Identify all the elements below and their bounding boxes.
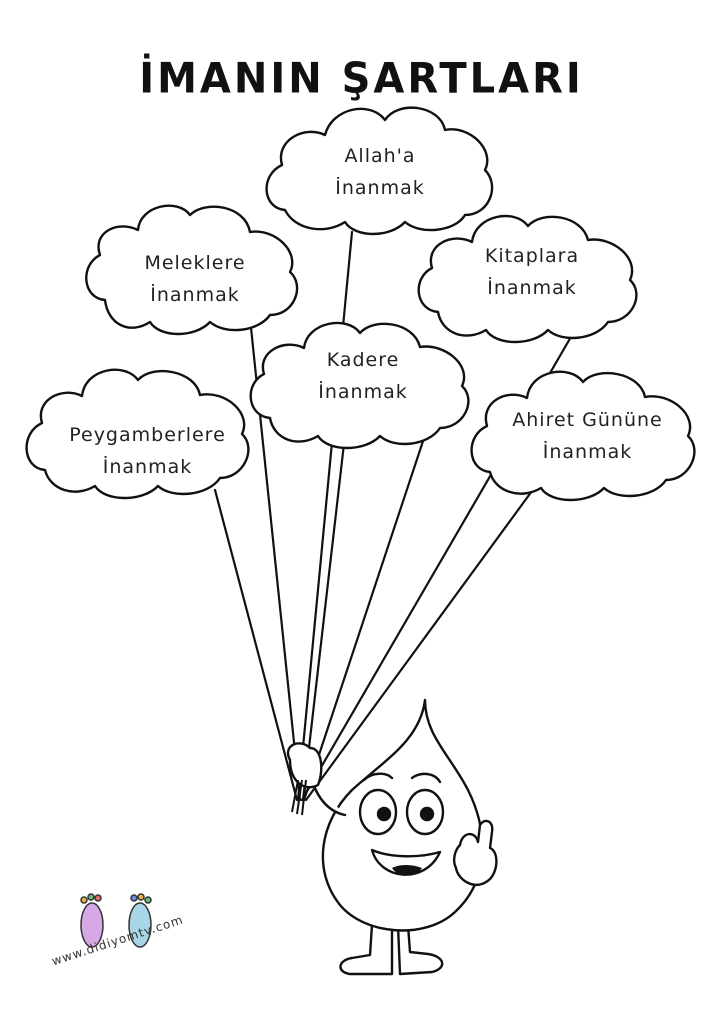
cloud-label-line1: Ahiret Gününe [512, 409, 663, 431]
cloud-label-melekler: Meleklere İnanmak [115, 247, 275, 311]
left-leg [339, 923, 394, 976]
cloud-kader [249, 321, 470, 450]
cloud-label-line2: İnanmak [335, 177, 425, 199]
page-title: İMANIN ŞARTLARI [139, 54, 584, 104]
left-eyebrow [362, 772, 394, 782]
string-allah [296, 230, 354, 802]
left-hand [286, 742, 323, 789]
cloud-label-line2: İnanmak [318, 381, 408, 403]
cloud-label-line2: İnanmak [102, 456, 193, 478]
droplet-body [321, 698, 484, 932]
thumbs-up-hand [452, 819, 498, 887]
cloud-label-line2: İnanmak [150, 284, 240, 306]
cloud-peygamberler [25, 368, 250, 500]
string-ahiret [304, 478, 542, 802]
string-peygamberler [213, 488, 299, 802]
right-eyebrow [410, 772, 442, 784]
tongue [392, 865, 422, 876]
cloud-ahiret [470, 370, 696, 502]
logo-footprints [80, 893, 152, 948]
cloud-label-kitaplar: Kitaplara İnanmak [452, 240, 612, 304]
cloud-label-allah: Allah'a İnanmak [300, 140, 460, 204]
cloud-label-line1: Meleklere [144, 252, 246, 274]
cloud-melekler [85, 204, 299, 336]
right-leg [396, 923, 444, 976]
cloud-allah [265, 106, 494, 236]
right-pupil [419, 806, 435, 822]
left-pupil [376, 806, 392, 822]
cloud-label-line2: İnanmak [487, 277, 577, 299]
cloud-kitaplar [417, 214, 638, 344]
cloud-label-line2: İnanmak [542, 441, 633, 463]
cloud-label-line1: Kitaplara [484, 245, 580, 267]
string-kader-2 [302, 418, 432, 802]
cloud-label-ahiret: Ahiret Gününe İnanmak [500, 404, 675, 468]
droplet-character [286, 698, 498, 976]
cloud-label-line1: Peygamberlere [69, 424, 226, 446]
string-kader [301, 433, 347, 802]
cloud-label-kader: Kadere İnanmak [283, 344, 443, 408]
cloud-label-peygamberler: Peygamberlere İnanmak [55, 419, 240, 483]
smiling-mouth [370, 848, 442, 876]
cloud-label-line1: Kadere [326, 349, 400, 371]
cloud-label-line1: Allah'a [344, 145, 416, 167]
